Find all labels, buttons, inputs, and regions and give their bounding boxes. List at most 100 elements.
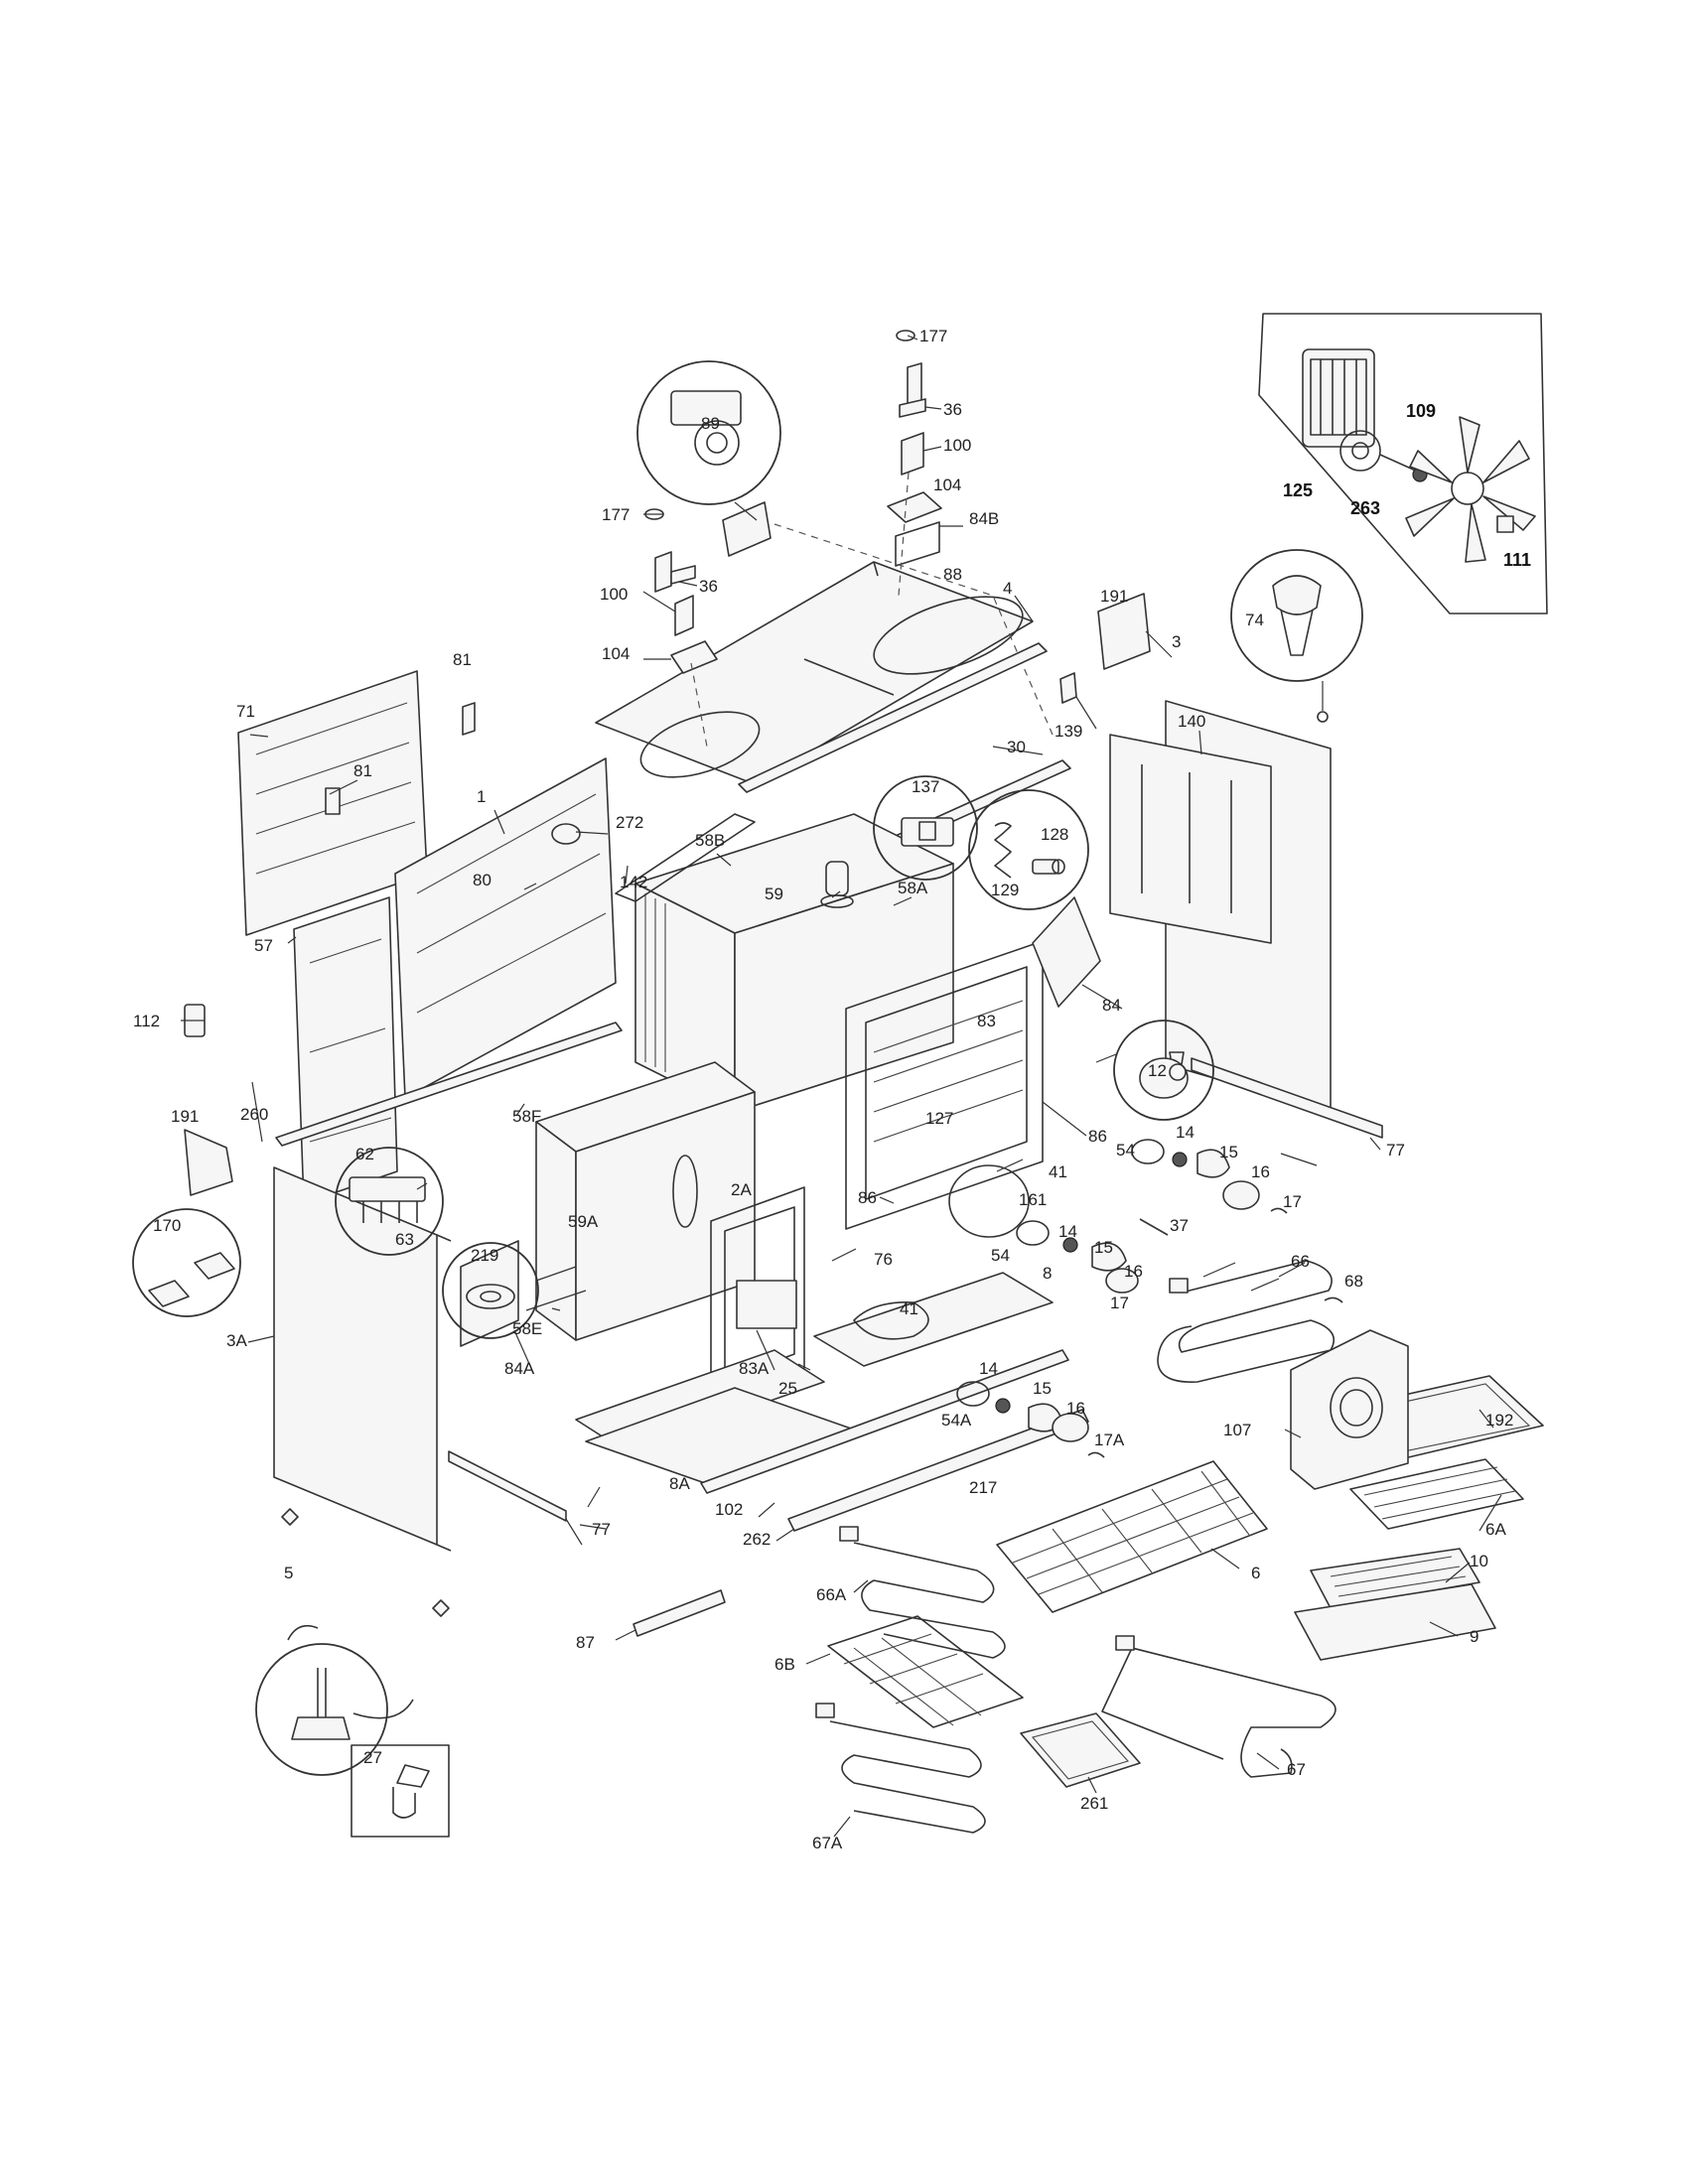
- part-label: 109: [1406, 401, 1436, 421]
- part-label: 86: [858, 1188, 877, 1207]
- part-label: 54: [1116, 1141, 1135, 1160]
- part-label: 59: [765, 885, 783, 903]
- part-label: 5: [284, 1564, 293, 1582]
- light-assembly-upper: [1131, 1139, 1288, 1214]
- part-label: 86: [1088, 1127, 1107, 1146]
- rack-6B: [827, 1615, 1024, 1728]
- part-label: 62: [355, 1145, 374, 1163]
- part-label: 112: [133, 1012, 160, 1030]
- part-label: 6B: [774, 1655, 795, 1674]
- part-label: 87: [576, 1633, 595, 1652]
- part-label: 58B: [695, 831, 725, 850]
- callout-62-63: [335, 1147, 444, 1256]
- part-label: 170: [153, 1216, 181, 1235]
- part-label: 104: [602, 644, 630, 663]
- part-label: 219: [471, 1246, 498, 1265]
- part-label: 89: [701, 414, 720, 433]
- part-label: 66A: [816, 1585, 847, 1604]
- part-label: 272: [616, 813, 643, 832]
- callout-89: [636, 360, 781, 521]
- part-label: 8: [1043, 1264, 1052, 1283]
- part-label: 260: [240, 1105, 268, 1124]
- part-label: 262: [743, 1530, 771, 1549]
- part-label: 68: [1344, 1272, 1363, 1291]
- bracket-191-left: [184, 1129, 233, 1196]
- part-label: 17: [1283, 1192, 1302, 1211]
- part-label: 58F: [512, 1107, 541, 1126]
- broil-pan-10-9: [1294, 1548, 1496, 1661]
- part-label: 16: [1124, 1262, 1143, 1281]
- back-panel-71: [237, 670, 428, 936]
- part-label: 84B: [969, 509, 999, 528]
- inset-frame: [1258, 313, 1548, 614]
- wire-37: [1139, 1218, 1169, 1236]
- part-label: 30: [1007, 738, 1026, 756]
- back-panel-1: [394, 757, 617, 1099]
- callout-137: [873, 775, 978, 881]
- part-label: 63: [395, 1230, 414, 1249]
- insulation-58B: [615, 813, 756, 902]
- part-label: 142: [620, 873, 647, 891]
- part-label: 17: [1110, 1294, 1129, 1312]
- part-label: 36: [699, 577, 718, 596]
- part-84: [1032, 896, 1101, 1008]
- part-label: 84: [1102, 996, 1121, 1015]
- part-label: 107: [1223, 1421, 1251, 1439]
- part-label: 58E: [512, 1319, 542, 1338]
- callout-74: [1230, 549, 1363, 723]
- callout-170: [132, 1208, 241, 1317]
- part-label: 54A: [941, 1411, 972, 1430]
- part-label: 66: [1291, 1252, 1310, 1271]
- bracket-set-left: [644, 501, 772, 674]
- rack-6A: [1349, 1458, 1524, 1530]
- bulb-15: [1196, 1149, 1230, 1178]
- part-label: 81: [353, 761, 372, 780]
- part-label: 71: [236, 702, 255, 721]
- part-label: 102: [715, 1500, 743, 1519]
- part-label: 41: [1049, 1162, 1067, 1181]
- broil-pan-261: [1020, 1712, 1141, 1788]
- part-label: 1: [477, 787, 486, 806]
- fan-motor: [1302, 348, 1421, 474]
- part-label: 100: [600, 585, 628, 604]
- right-side-panel: [1109, 700, 1332, 1113]
- part-label: 16: [1251, 1162, 1270, 1181]
- clip-68: [1324, 1297, 1343, 1303]
- rack-6: [996, 1460, 1268, 1613]
- part-labels: 177 36 100 104 84B 89 88 4 177 36 100 10…: [133, 327, 1531, 1852]
- strip-77-right: [1191, 1057, 1383, 1139]
- fan-blade-nut: [1496, 515, 1514, 533]
- part-label: 6: [1251, 1564, 1260, 1582]
- part-label: 74: [1245, 611, 1264, 629]
- part-label: 12: [1148, 1061, 1167, 1080]
- part-272: [551, 823, 581, 845]
- part-label: 58A: [898, 879, 928, 897]
- part-label: 261: [1080, 1794, 1108, 1813]
- strip-262: [787, 1409, 1089, 1532]
- part-label: 161: [1019, 1190, 1047, 1209]
- part-label: 128: [1041, 825, 1068, 844]
- part-label: 54: [991, 1246, 1010, 1265]
- lens-16: [1222, 1180, 1260, 1210]
- bracket-81: [462, 702, 476, 736]
- part-label: 263: [1350, 498, 1380, 518]
- bracket-87: [633, 1589, 726, 1637]
- part-label: 191: [1100, 587, 1128, 606]
- part-label: 137: [912, 777, 939, 796]
- callout-12: [1095, 1020, 1214, 1121]
- light-socket-59: [825, 861, 849, 896]
- part-label: 15: [1033, 1379, 1052, 1398]
- part-label: 37: [1170, 1216, 1189, 1235]
- floor-8: [813, 1272, 1054, 1367]
- foot-left: [281, 1508, 299, 1526]
- oven-cavity: [634, 813, 954, 1113]
- part-label: 84A: [504, 1359, 535, 1378]
- part-label: 76: [874, 1250, 893, 1269]
- part-label: 139: [1055, 722, 1082, 741]
- part-label: 140: [1178, 712, 1205, 731]
- part-label: 3: [1172, 632, 1181, 651]
- part-label: 6A: [1485, 1520, 1506, 1539]
- back-cover-57: [293, 896, 398, 1204]
- part-label: 14: [979, 1359, 998, 1378]
